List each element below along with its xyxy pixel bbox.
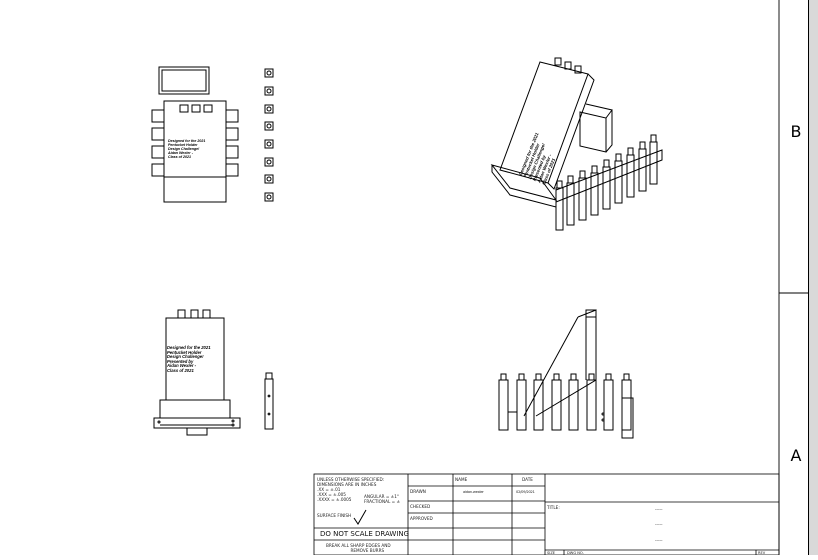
angular-tolerance-text: ANGULAR = ±1°	[364, 494, 399, 499]
surface-finish-symbol	[353, 509, 367, 525]
break-edges-line: BREAK ALL SHARP EDGES AND	[326, 543, 391, 548]
approved-row-label: APPROVED	[410, 516, 433, 521]
angular-tolerance: ANGULAR = ±1° FRACTIONAL = ±	[364, 494, 400, 504]
engraving-line: Aidan Wexler -	[167, 363, 197, 369]
engraving-line: Class of 2021	[168, 155, 191, 159]
drawn-row-label: DRAWN	[410, 489, 426, 494]
marker-column	[264, 68, 274, 202]
title-placeholder-3: -----	[655, 538, 663, 543]
surface-finish-label: SURFACE FINISH	[317, 513, 352, 518]
engraving-line: Presented by	[167, 358, 194, 364]
zone-label-b: B	[790, 122, 802, 141]
front-view-engraving: Designed for the 2021 Pentucket Holder D…	[168, 139, 205, 159]
break-edges-line: REMOVE BURRS	[350, 548, 385, 553]
post-side-view	[264, 372, 274, 430]
engraving-line: Pentucket Holder	[167, 349, 202, 355]
engraving-line: Designed for the 2021	[168, 139, 206, 143]
name-column-header: NAME	[455, 477, 468, 482]
side-elevation-view	[153, 309, 241, 436]
zone-label-a: A	[790, 446, 802, 465]
engraving-line: Aidan Wexler -	[168, 151, 193, 155]
tolerance-line: .XXX = ±.005	[317, 492, 346, 497]
do-not-scale-note: DO NOT SCALE DRAWING	[320, 530, 410, 538]
checked-row-label: CHECKED	[410, 504, 431, 509]
engraving-line: Pentucket Holder	[168, 143, 198, 147]
drawn-date-value: 02/09/2021	[516, 490, 535, 494]
tolerance-note: UNLESS OTHERWISE SPECIFIED: DIMENSIONS A…	[317, 477, 384, 502]
engraving-line: Designed for the 2021	[167, 345, 211, 350]
engraving-line: Design Challenge!	[167, 354, 204, 360]
rev-label: REV	[758, 551, 766, 555]
dwg-no-label: DWG NO.	[567, 551, 584, 555]
tolerance-line: UNLESS OTHERWISE SPECIFIED:	[317, 477, 385, 482]
sheet-edge-strip	[808, 0, 818, 555]
isometric-view	[490, 57, 663, 231]
rear-elevation-view	[498, 309, 634, 439]
engraving-line: Design Challenge!	[168, 147, 200, 151]
tolerance-line: .XXXX = ±.0005	[317, 497, 352, 502]
front-view	[151, 66, 239, 203]
fractional-tolerance-text: FRACTIONAL = ±	[364, 499, 400, 504]
break-edges-note: BREAK ALL SHARP EDGES AND REMOVE BURRS	[326, 543, 391, 553]
engraving-line: Class of 2021	[167, 367, 194, 373]
tolerance-line: .XX = ±.01	[317, 487, 341, 492]
title-label: TITLE:	[547, 505, 560, 510]
size-label: SIZE	[547, 551, 556, 555]
side-view-engraving: Designed for the 2021 Pentucket Holder D…	[167, 345, 211, 374]
drawn-by-value: aidan.wexler	[463, 490, 484, 494]
tolerance-line: DIMENSIONS ARE IN INCHES	[317, 482, 377, 487]
title-placeholder-1: -----	[655, 507, 663, 512]
title-placeholder-2: -----	[655, 522, 663, 527]
date-column-header: DATE	[522, 477, 533, 482]
